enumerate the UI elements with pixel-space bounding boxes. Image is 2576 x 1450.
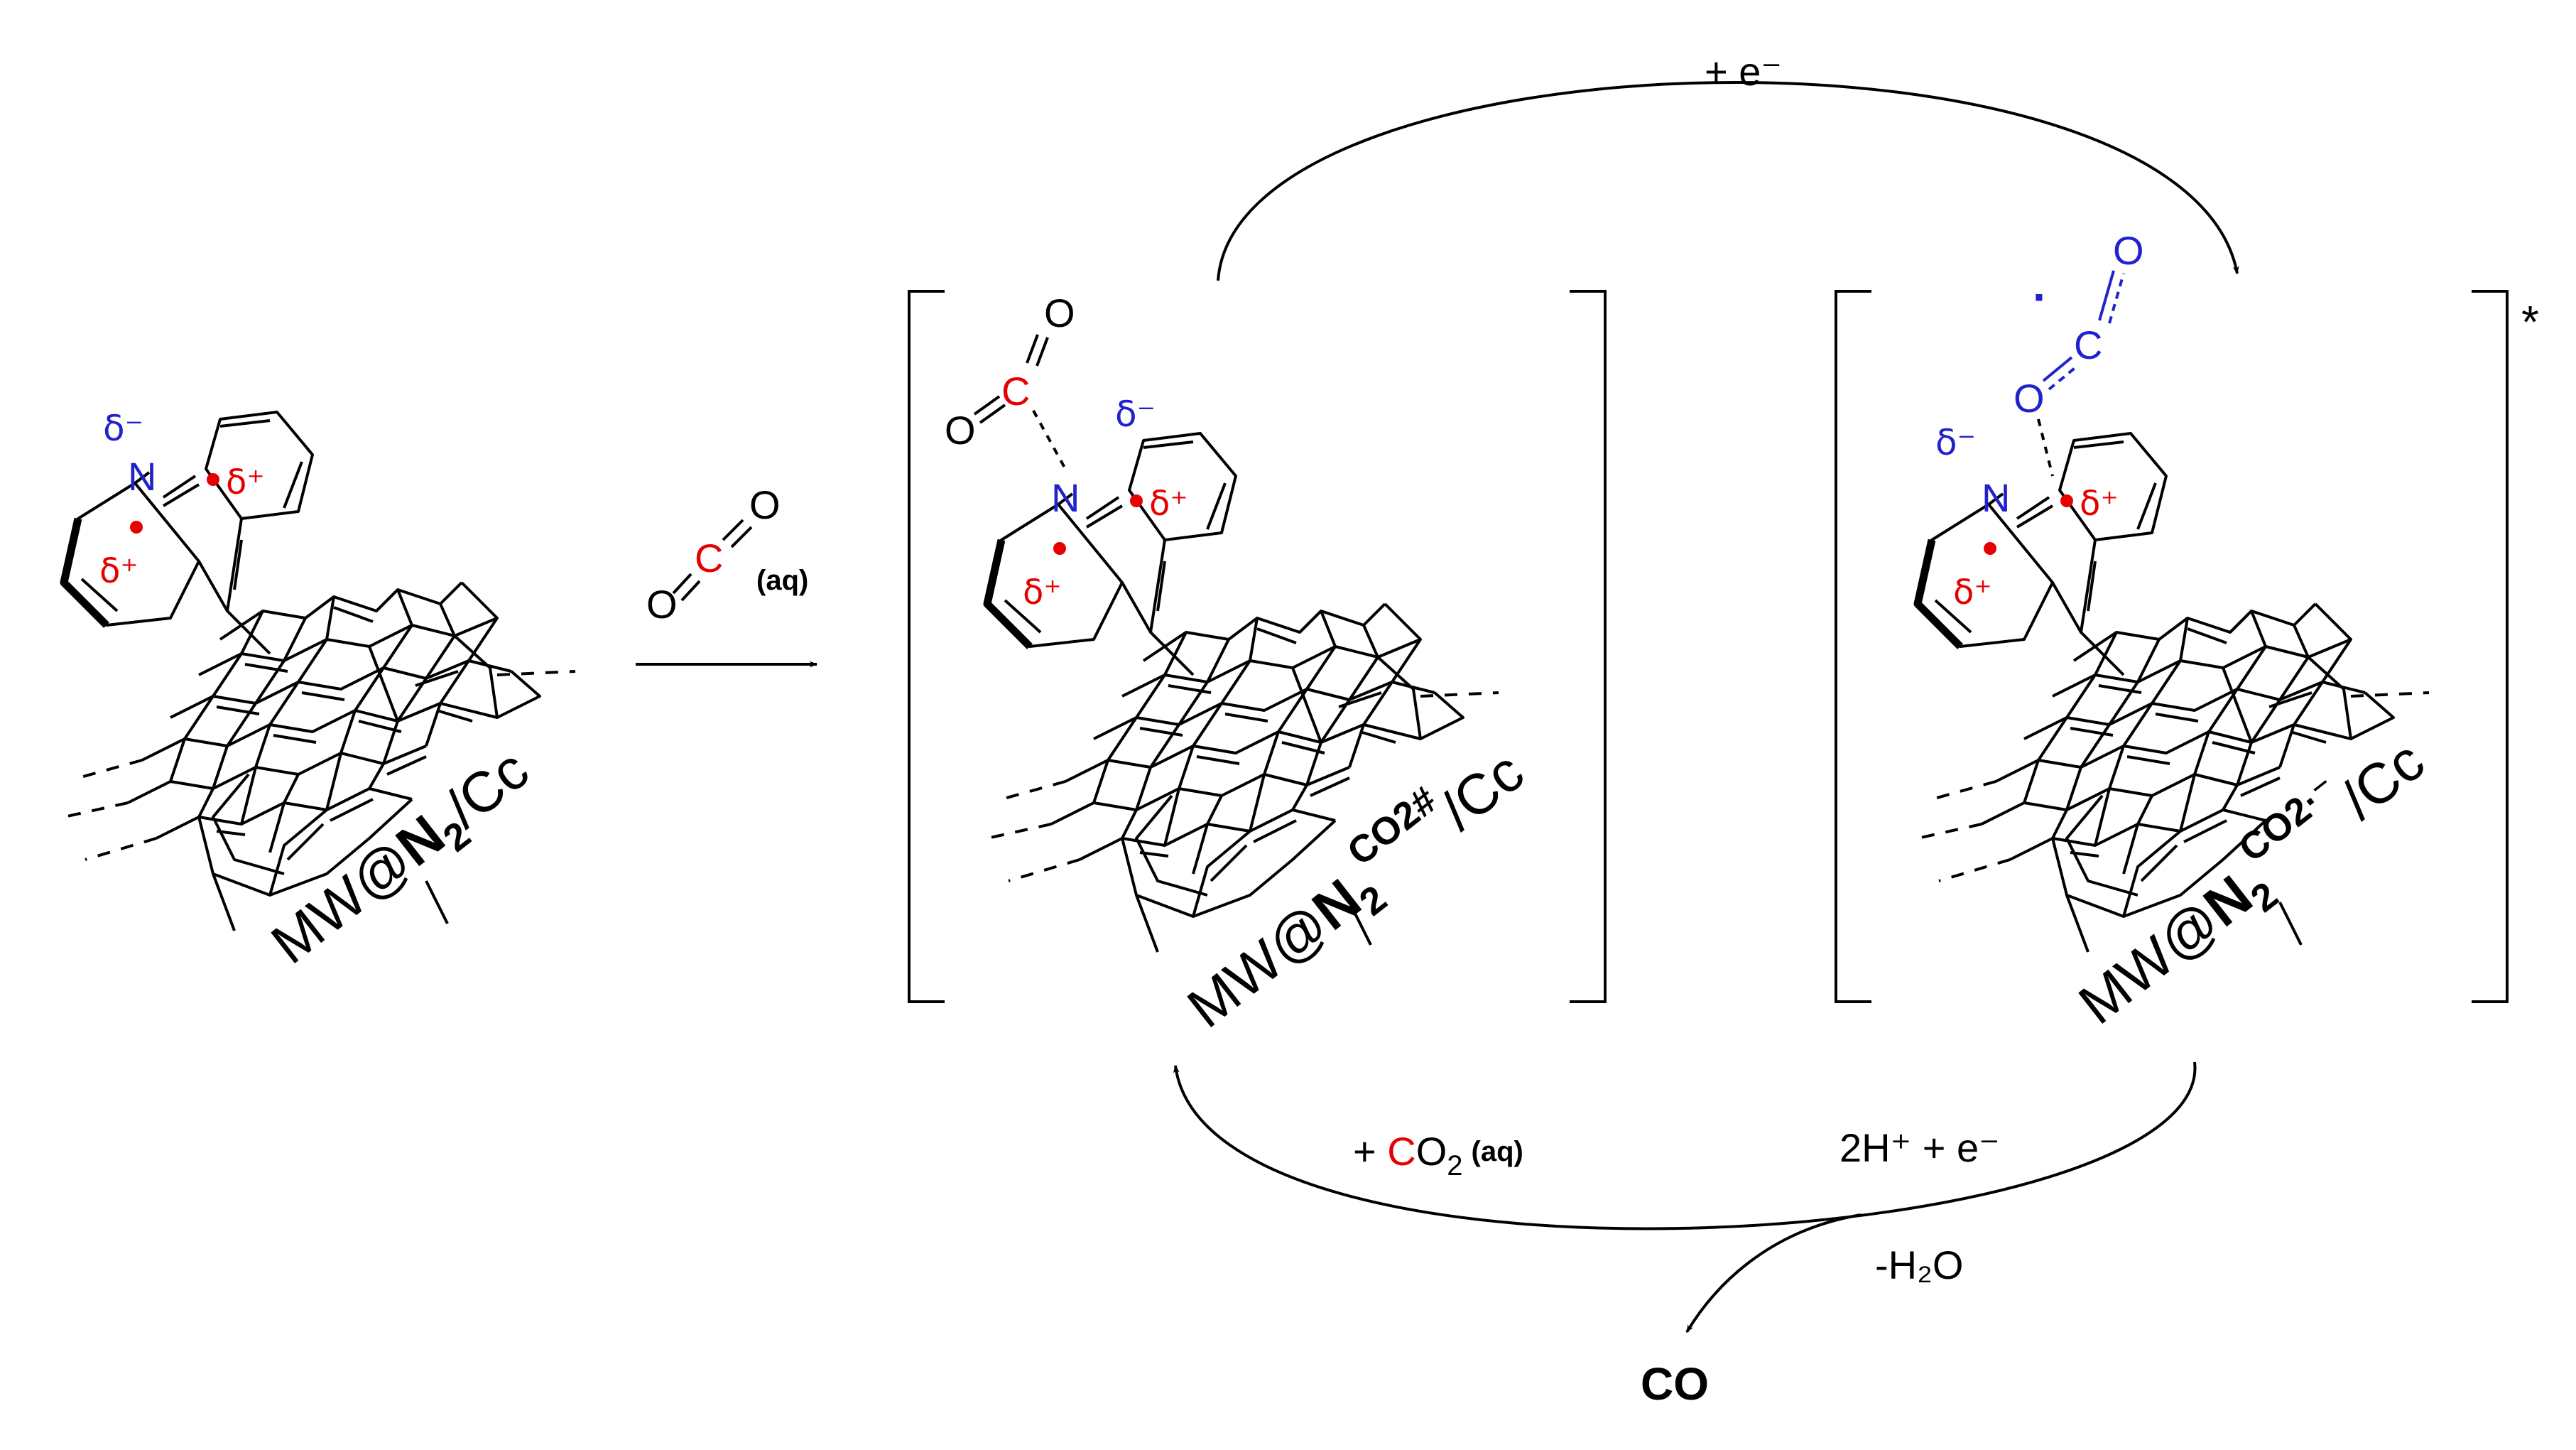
- delta-plus-dot: [1053, 542, 1066, 555]
- delta-plus-label: δ⁺: [1953, 573, 1992, 612]
- oxygen-atom: O: [2013, 376, 2045, 421]
- top-arrow-label: + e⁻: [1705, 49, 1782, 94]
- proton-electron-label: 2H⁺ + e⁻: [1839, 1125, 2000, 1170]
- delta-plus-dot: [207, 473, 219, 486]
- delta-minus-label: δ⁻: [1935, 422, 1976, 463]
- water-loss-label: -H₂O: [1875, 1243, 1963, 1287]
- delta-plus-label: δ⁺: [1149, 484, 1188, 524]
- oxygen-atom: O: [1044, 291, 1075, 335]
- delta-plus-label: δ⁺: [226, 462, 265, 502]
- delta-plus-label: δ⁺: [2080, 484, 2119, 524]
- catalyst-label: MW@N2/Cc: [260, 737, 546, 983]
- radical-dot: ·: [2033, 271, 2048, 323]
- regeneration-arrow: [1173, 1061, 2197, 1230]
- carbon-atom: C: [695, 536, 723, 580]
- oxygen-atom: O: [646, 582, 678, 627]
- delta-minus-label: δ⁻: [1115, 394, 1156, 435]
- delta-minus-label: δ⁻: [103, 408, 143, 449]
- left-bracket: [1835, 290, 1871, 1003]
- start-structure: N δ⁻ δ⁺ δ⁺ MW@N2/Cc: [64, 408, 577, 983]
- delta-plus-label: δ⁺: [99, 551, 138, 591]
- delta-plus-dot: [1984, 542, 1996, 555]
- intermediate-2: * N δ⁻ δ⁺ δ⁺ O C O · MW@N2CO2·⁻/Cc: [1835, 228, 2539, 1044]
- carbon-atom: C: [1001, 369, 1030, 413]
- intermediate-1: N δ⁻ δ⁺ δ⁺ O C O MW@N2CO2#/Cc: [908, 290, 1607, 1047]
- oxygen-atom: O: [749, 482, 781, 527]
- co2-addition-label: + CO2(aq): [1353, 1129, 1523, 1181]
- oxygen-atom: O: [945, 408, 976, 453]
- co2-reagent: O C O (aq): [646, 482, 808, 627]
- oxygen-atom: O: [2113, 228, 2144, 273]
- delta-plus-label: δ⁺: [1023, 573, 1062, 612]
- delta-plus-dot: [130, 521, 143, 534]
- aqueous-label: (aq): [756, 565, 808, 596]
- catalyst-label: MW@N2CO2#/Cc: [1165, 726, 1541, 1047]
- co-release-arrow: [1685, 1213, 1862, 1333]
- product-co: CO: [1641, 1358, 1709, 1410]
- nitrogen-atom: N: [128, 454, 156, 499]
- left-bracket: [908, 290, 945, 1003]
- n-o-interaction: [2037, 418, 2054, 477]
- right-bracket: [2472, 290, 2509, 1003]
- nitrogen-atom: N: [1982, 475, 2010, 520]
- delta-plus-dot: [2060, 494, 2073, 507]
- asterisk: *: [2521, 296, 2539, 347]
- catalyst-label: MW@N2CO2·⁻/Cc: [2057, 715, 2442, 1044]
- nitrogen-atom: N: [1051, 475, 1080, 520]
- electron-transfer-arrow: [1217, 81, 2239, 281]
- right-bracket: [1570, 290, 1607, 1003]
- delta-plus-dot: [1130, 494, 1143, 507]
- n-c-interaction: [1032, 410, 1067, 470]
- carbon-atom: C: [2074, 323, 2102, 367]
